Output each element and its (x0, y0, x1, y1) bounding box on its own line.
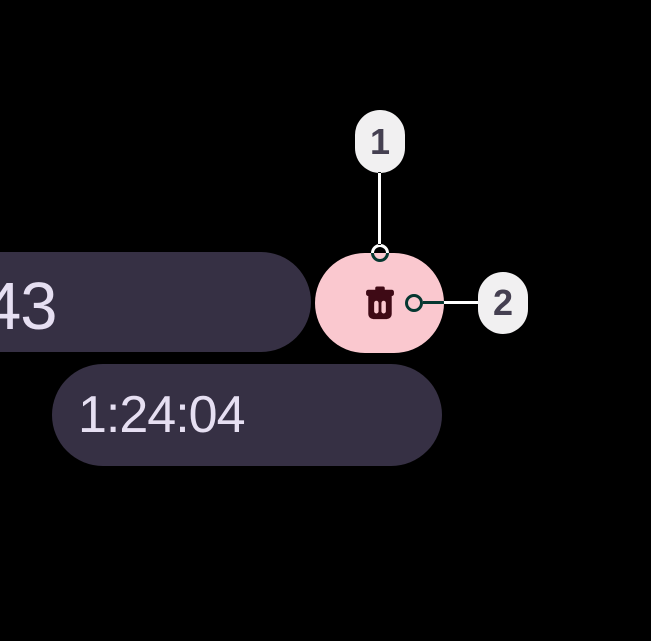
callout-2-leader-line (423, 301, 478, 304)
callout-2-badge: 2 (478, 272, 528, 334)
callout-2-target-ring (405, 294, 423, 312)
timer-main-digits-pill: 43 (0, 252, 311, 352)
timer-secondary-time: 1:24:04 (78, 386, 245, 444)
callout-1-badge: 1 (355, 110, 405, 173)
callout-2-number: 2 (492, 282, 514, 323)
timer-main-digits: 43 (0, 268, 58, 344)
timer-secondary-time-pill: 1:24:04 (52, 364, 442, 466)
callout-1-target-ring (371, 244, 389, 262)
callout-1-number: 1 (369, 120, 391, 162)
callout-1-leader-line (378, 172, 381, 245)
delete-trash-icon (365, 286, 394, 320)
